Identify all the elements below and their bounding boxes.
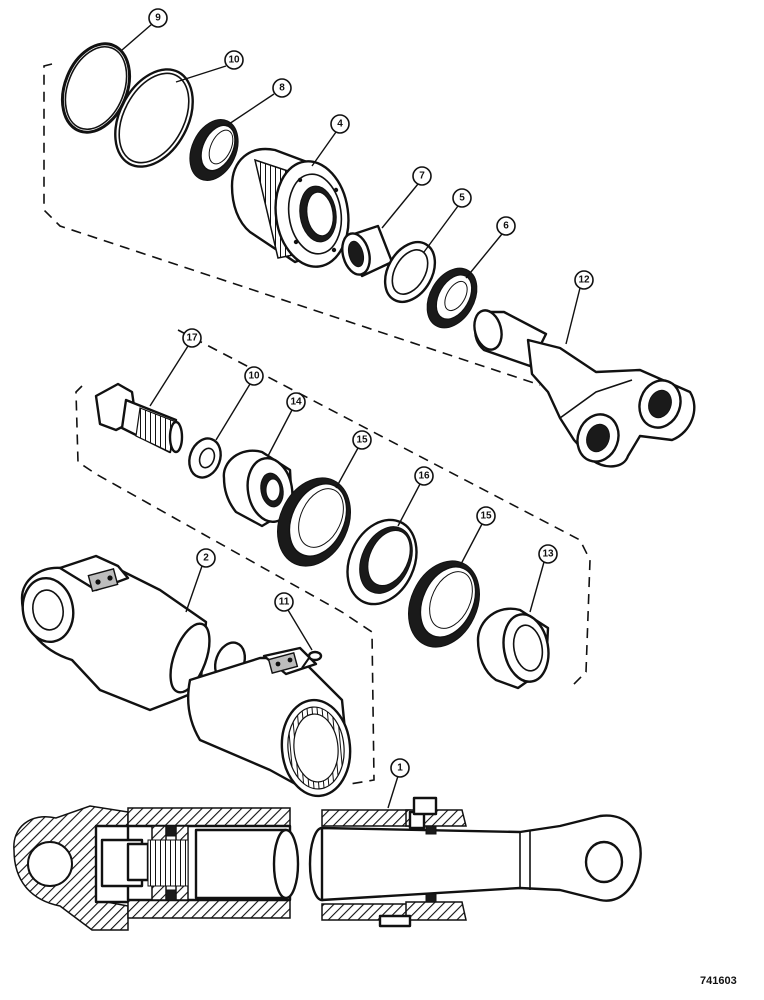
callout-15-upper-label: 15 <box>356 435 368 446</box>
callout-4-label: 4 <box>337 119 343 130</box>
callout-16-label: 16 <box>418 471 430 482</box>
callout-11: 11 <box>274 592 313 651</box>
piston-seal-part-15-lower <box>408 560 480 648</box>
piston-seal-part-15-upper <box>277 477 351 567</box>
callout-7: 7 <box>381 166 432 229</box>
callout-9-label: 9 <box>155 13 161 24</box>
callout-8: 8 <box>225 78 292 127</box>
callout-7-label: 7 <box>419 171 425 182</box>
washer-part-10-lower <box>188 437 222 479</box>
callout-16: 16 <box>397 466 434 527</box>
callout-17-label: 17 <box>186 333 198 344</box>
cylinder-tube-part-2 <box>20 554 352 798</box>
callout-6-label: 6 <box>503 221 509 232</box>
callout-17: 17 <box>149 328 202 407</box>
callout-11-label: 11 <box>279 597 290 608</box>
wiper-seal-part-8 <box>189 119 239 181</box>
callout-15-lower: 15 <box>459 506 496 567</box>
group-outline-upper <box>43 63 541 386</box>
callout-1: 1 <box>387 758 410 809</box>
callout-1-label: 1 <box>397 763 403 774</box>
callout-13: 13 <box>529 544 558 613</box>
callout-10-upper: 10 <box>175 50 244 83</box>
group-outline-middle <box>75 329 591 785</box>
o-ring-part-9 <box>60 42 132 134</box>
callout-2-label: 2 <box>203 553 209 564</box>
bushing-part-7 <box>341 224 394 278</box>
callout-14: 14 <box>267 392 306 457</box>
callout-6: 6 <box>465 216 516 279</box>
callout-10-lower-label: 10 <box>248 371 260 382</box>
callout-13-label: 13 <box>542 549 554 560</box>
wear-ring-part-16 <box>346 518 418 606</box>
rod-seal-part-6 <box>426 267 478 329</box>
callout-5-label: 5 <box>459 193 465 204</box>
backup-ring-part-10-upper <box>114 68 194 168</box>
bolt-part-17 <box>94 382 184 454</box>
callout-10-lower: 10 <box>215 366 264 441</box>
piston-rod-part-12 <box>473 309 696 468</box>
callout-15-lower-label: 15 <box>480 511 492 522</box>
cylinder-gland-part-4 <box>230 147 350 268</box>
ring-part-5 <box>383 240 437 304</box>
callout-4: 4 <box>311 114 350 167</box>
assembled-cylinder-part-1-section <box>13 796 642 931</box>
callout-9: 9 <box>121 8 168 51</box>
callout-5: 5 <box>423 188 472 253</box>
set-screw-part-11 <box>301 650 323 669</box>
callout-10-upper-label: 10 <box>228 55 240 66</box>
callout-14-label: 14 <box>290 397 302 408</box>
spacer-part-13 <box>476 607 550 690</box>
callout-12-label: 12 <box>578 275 590 286</box>
callout-2: 2 <box>185 548 216 613</box>
callout-8-label: 8 <box>279 83 285 94</box>
callout-12: 12 <box>565 270 594 345</box>
callout-15-upper: 15 <box>335 430 372 489</box>
figure-number: 741603 <box>700 975 737 987</box>
